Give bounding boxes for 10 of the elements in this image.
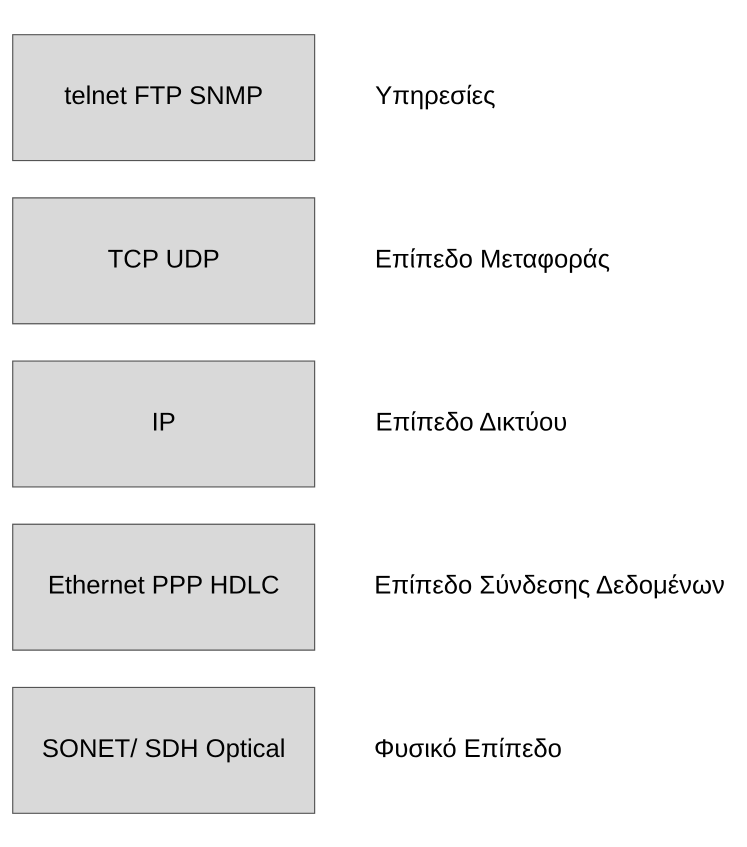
node-box: TCP UDP [12, 196, 316, 324]
node-label: Επίπεδο Δικτύου [376, 408, 568, 436]
node-label: Φυσικό Επίπεδο [374, 734, 562, 762]
node-box: SONET/ SDH Optical [12, 686, 316, 814]
node-box: IP [12, 360, 316, 488]
node-label: Υπηρεσίες [375, 82, 496, 110]
node-label: Επίπεδο Σύνδεσης Δεδομένων [374, 571, 725, 600]
node-box: telnet FTP SNMP [12, 34, 316, 161]
node-box: Ethernet PPP HDLC [12, 523, 316, 650]
node-label: Επίπεδο Μεταφοράς [374, 244, 610, 273]
